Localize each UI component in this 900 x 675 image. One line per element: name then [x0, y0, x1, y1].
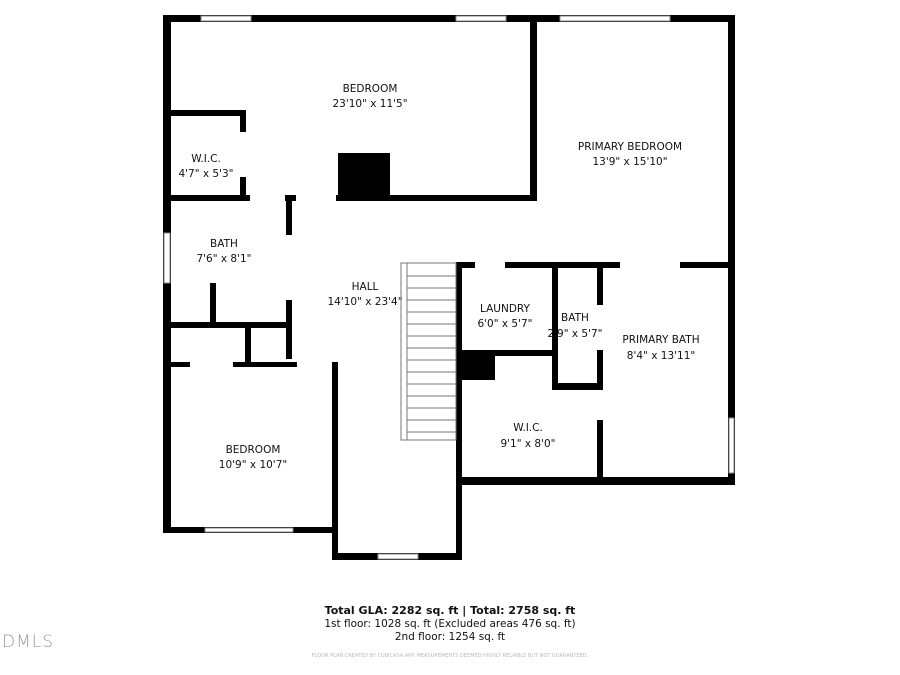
second-floor-area: 2nd floor: 1254 sq. ft	[394, 631, 506, 643]
room-name: LAUNDRY	[480, 303, 531, 315]
room-dims: 8'4" x 13'11"	[627, 350, 695, 362]
room-dims: 23'10" x 11'5"	[332, 98, 407, 110]
room-name: BATH	[210, 238, 238, 250]
room-name: W.I.C.	[513, 422, 543, 434]
staircase	[400, 262, 457, 441]
room-dims: 6'0" x 5'7"	[477, 318, 532, 330]
room-dims: 7'6" x 8'1"	[196, 253, 251, 265]
room-dims: 2'9" x 5'7"	[547, 328, 602, 340]
room-name: BEDROOM	[226, 444, 281, 456]
first-floor-area: 1st floor: 1028 sq. ft (Excluded areas 4…	[324, 618, 576, 630]
room-name: BEDROOM	[343, 83, 398, 95]
room-name: PRIMARY BEDROOM	[578, 141, 682, 153]
room-dims: 14'10" x 23'4"	[327, 296, 402, 308]
door-openings	[240, 132, 680, 350]
windows	[163, 15, 735, 560]
room-dims: 9'1" x 8'0"	[500, 438, 555, 450]
room-dims: 4'7" x 5'3"	[178, 168, 233, 180]
room-name: PRIMARY BATH	[622, 334, 699, 346]
total-area: Total GLA: 2282 sq. ft | Total: 2758 sq.…	[324, 604, 576, 617]
room-name: BATH	[561, 312, 589, 324]
disclaimer: FLOOR PLAN CREATED BY CUBICASA APP. MEAS…	[311, 653, 589, 659]
room-name: W.I.C.	[191, 153, 221, 165]
room-labels: BEDROOM 23'10" x 11'5" PRIMARY BEDROOM 1…	[178, 83, 699, 471]
room-dims: 10'9" x 10'7"	[219, 459, 287, 471]
watermark-logo: DMLS	[2, 632, 55, 652]
room-dims: 13'9" x 15'10"	[592, 156, 667, 168]
room-name: HALL	[352, 281, 379, 293]
